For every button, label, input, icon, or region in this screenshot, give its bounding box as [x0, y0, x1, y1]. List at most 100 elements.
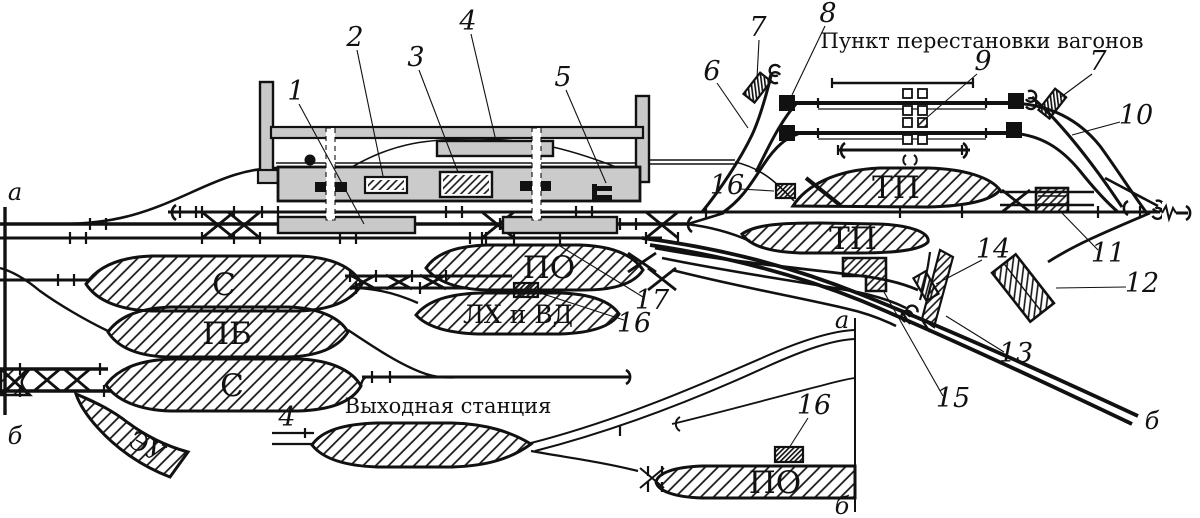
letter-a-left: а [8, 178, 22, 206]
signal-dot [304, 154, 316, 166]
track-right-merge [1104, 176, 1159, 208]
track-eu-link [79, 394, 107, 410]
leader-7a [756, 39, 760, 79]
jack [917, 134, 928, 145]
leader-14 [935, 259, 983, 285]
structure-16-inset [773, 445, 805, 464]
xover [201, 210, 235, 240]
letter-a-inset: а [835, 306, 849, 334]
structure-15 [841, 256, 888, 293]
callout-10: 10 [1119, 100, 1153, 131]
callout-8: 8 [819, 0, 836, 29]
callout-17: 17 [635, 285, 670, 316]
lower-platform-right [501, 215, 619, 235]
structure-16-mid [512, 281, 540, 299]
leader-7b [1060, 73, 1093, 98]
structure-12 [990, 252, 1056, 324]
zone-label-s-upper: С [212, 267, 236, 303]
track-merge [687, 211, 725, 226]
structure-14-box [911, 269, 941, 303]
ticks-xcorners [200, 206, 680, 244]
jack [902, 117, 913, 128]
break-zigzag [1161, 203, 1177, 223]
zone-label-s-lower: С [220, 368, 244, 404]
xover-inset [639, 467, 665, 489]
structure-11-box [1034, 186, 1070, 214]
track-b-diagonal-2 [649, 243, 1133, 426]
structure-11 [1034, 186, 1070, 214]
callout-14: 14 [976, 234, 1010, 265]
callout-16b: 16 [617, 308, 651, 339]
cap [170, 203, 177, 222]
leader-15 [883, 291, 944, 397]
leader-17 [559, 245, 644, 298]
leader-4 [470, 33, 497, 142]
transfer-point-title: Пункт перестановки вагонов [821, 29, 1144, 53]
callout-9: 9 [974, 46, 991, 77]
track-tp-upper-tail [804, 176, 842, 207]
xover-tp [1001, 188, 1031, 214]
jack [917, 105, 928, 116]
xover [63, 367, 91, 393]
track-feed-14 [654, 246, 919, 292]
xover [647, 266, 677, 292]
cap [839, 141, 846, 160]
track-feed-15 [671, 268, 897, 328]
track-stub-cap [685, 222, 751, 243]
cap [962, 141, 969, 160]
building-dome-curve [351, 138, 617, 168]
zone-exit-lens [310, 421, 534, 469]
ticks-midsidings [348, 270, 448, 294]
jack-grid-9 [902, 88, 928, 145]
exit-station-title: Выходная станция [345, 394, 552, 418]
callout-1: 1 [287, 76, 304, 107]
leader-5 [565, 89, 607, 184]
zone-s-lower [104, 357, 363, 413]
ticks-tp [816, 78, 988, 155]
leader-12 [1055, 286, 1127, 289]
track-s-lower-link [359, 376, 367, 386]
jack [917, 88, 928, 99]
ticks-main3 [68, 232, 562, 244]
inset-curve-2 [534, 338, 856, 452]
callout-4-inset: 4 [277, 402, 295, 433]
cap-siding-end [625, 368, 632, 386]
stop-block [1006, 122, 1022, 138]
cap-right-1 [1122, 199, 1129, 217]
building-block [334, 182, 347, 192]
jack [902, 88, 913, 99]
switch-ticks [18, 78, 1142, 492]
callout-13: 13 [999, 338, 1033, 369]
structure-7-left [741, 71, 773, 105]
callout-6: 6 [703, 56, 720, 87]
crossovers [1, 188, 1031, 489]
zone-label-tp-lower: ТП [829, 221, 877, 257]
leader-16b [539, 292, 625, 321]
building-top-bar [269, 125, 645, 140]
leader-9 [923, 73, 978, 121]
letter-b-right: б [1145, 407, 1160, 435]
cap-inset [674, 416, 681, 432]
track-into-12 [1047, 211, 1151, 264]
building-block [538, 181, 551, 191]
xover [419, 273, 447, 291]
jack [902, 105, 913, 116]
cap-pair-small [902, 154, 918, 166]
leader-10 [1071, 121, 1121, 136]
zone-label-po-inset: ПО [749, 465, 801, 501]
inset-low-link [530, 449, 639, 473]
labels: Пункт перестановки вагонов Выходная стан… [8, 0, 1160, 518]
leader-11 [1060, 211, 1099, 251]
structure-14 [911, 269, 941, 303]
callout-3: 3 [407, 42, 424, 73]
callout-15: 15 [936, 383, 970, 414]
leader-16c [788, 417, 809, 449]
stop-block [1008, 93, 1024, 109]
leader-2 [356, 49, 384, 177]
track-feed-pb [0, 266, 109, 333]
cap [686, 215, 693, 234]
zone-label-lh-vd: ЛХ и ВД [463, 300, 573, 329]
building-block [315, 182, 329, 192]
